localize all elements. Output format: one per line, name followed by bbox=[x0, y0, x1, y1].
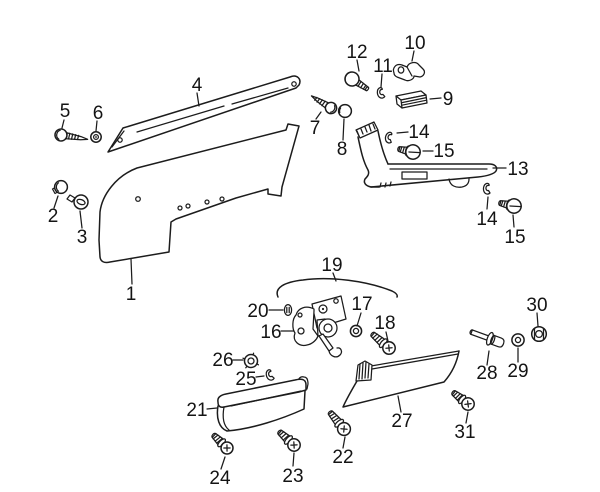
clip-part-11 bbox=[376, 86, 386, 99]
part-label-26: 26 bbox=[212, 350, 233, 371]
part-label-11: 11 bbox=[373, 56, 393, 77]
clip-part-25 bbox=[265, 369, 275, 381]
lock-mechanism-part-16 bbox=[292, 295, 347, 358]
clip-part-14-upper bbox=[384, 131, 393, 144]
part-label-14-lower: 14 bbox=[476, 209, 498, 230]
screw-part-24 bbox=[211, 432, 234, 455]
door-pocket-part-21 bbox=[216, 376, 309, 432]
washer-part-6 bbox=[90, 131, 102, 143]
part-label-21: 21 bbox=[186, 400, 207, 421]
bolt-part-28 bbox=[469, 329, 505, 348]
part-label-6: 6 bbox=[93, 103, 104, 124]
part-label-7: 7 bbox=[310, 118, 321, 139]
part-label-15-lower: 15 bbox=[504, 227, 525, 248]
part-label-23: 23 bbox=[282, 466, 303, 487]
map-pocket-part-27 bbox=[342, 350, 460, 408]
trim-strip-part-4 bbox=[107, 75, 301, 153]
screw-part-18 bbox=[370, 331, 396, 355]
screw-part-2 bbox=[51, 179, 69, 195]
cable-part-19 bbox=[276, 277, 398, 298]
part-label-3: 3 bbox=[77, 227, 88, 248]
part-label-20: 20 bbox=[247, 301, 268, 322]
part-label-15-upper: 15 bbox=[433, 141, 454, 162]
part-label-16: 16 bbox=[260, 322, 281, 343]
part-label-18: 18 bbox=[374, 313, 395, 334]
part-label-2: 2 bbox=[48, 206, 59, 227]
leader-lines bbox=[53, 50, 539, 470]
armrest-part-13 bbox=[355, 121, 498, 188]
plug-part-8 bbox=[337, 103, 353, 119]
part-label-30: 30 bbox=[526, 295, 547, 316]
screw-part-15-lower bbox=[498, 198, 522, 214]
washer-part-17 bbox=[349, 324, 363, 338]
part-label-1: 1 bbox=[126, 284, 137, 305]
pad-part-9 bbox=[395, 90, 428, 109]
part-label-19: 19 bbox=[321, 255, 342, 276]
part-label-22: 22 bbox=[332, 447, 353, 468]
clip-part-20 bbox=[283, 303, 293, 317]
part-label-5: 5 bbox=[60, 101, 71, 122]
screw-part-12 bbox=[344, 71, 370, 92]
screw-part-31 bbox=[451, 390, 475, 411]
part-label-24: 24 bbox=[209, 468, 231, 489]
part-label-31: 31 bbox=[454, 422, 475, 443]
washer-part-29 bbox=[511, 333, 525, 347]
screw-part-3 bbox=[66, 194, 89, 210]
part-labels: 1 2 3 4 5 6 7 8 9 10 11 12 13 14 15 14 1… bbox=[48, 33, 548, 489]
nut-part-26 bbox=[242, 352, 260, 369]
part-label-14-upper: 14 bbox=[408, 122, 430, 143]
screw-part-7 bbox=[310, 95, 338, 115]
part-label-4: 4 bbox=[192, 75, 203, 96]
screw-part-5 bbox=[54, 128, 89, 142]
part-label-25: 25 bbox=[235, 369, 256, 390]
door-panel-part-1 bbox=[98, 123, 300, 264]
clip-part-14-lower bbox=[482, 182, 491, 195]
part-label-17: 17 bbox=[351, 294, 372, 315]
clamp-part-10 bbox=[392, 61, 426, 82]
part-label-13: 13 bbox=[507, 159, 528, 180]
screw-part-15-upper bbox=[397, 144, 421, 160]
screw-part-22 bbox=[327, 410, 352, 437]
part-label-28: 28 bbox=[476, 363, 497, 384]
part-label-12: 12 bbox=[346, 42, 367, 63]
part-label-27: 27 bbox=[391, 411, 412, 432]
part-label-9: 9 bbox=[443, 89, 454, 110]
part-label-29: 29 bbox=[507, 361, 528, 382]
part-label-10: 10 bbox=[404, 33, 425, 54]
screw-part-23 bbox=[277, 429, 301, 452]
nut-part-30 bbox=[530, 325, 548, 343]
part-label-8: 8 bbox=[337, 139, 348, 160]
